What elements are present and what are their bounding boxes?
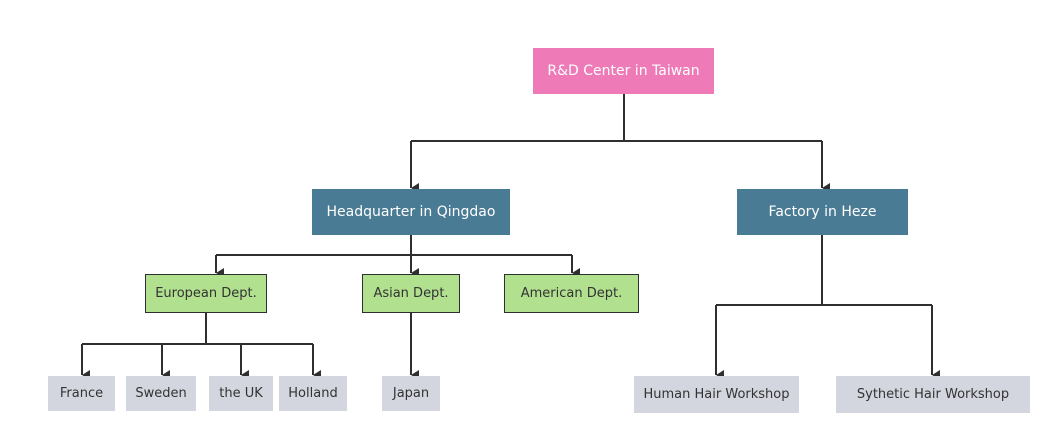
japan-node: Japan: [382, 376, 440, 411]
sweden-label: Sweden: [135, 386, 187, 401]
rd-center-label: R&D Center in Taiwan: [547, 63, 700, 79]
european-dept-node: European Dept.: [145, 274, 267, 313]
factory-node: Factory in Heze: [737, 189, 908, 235]
holland-node: Holland: [279, 376, 347, 411]
rd-center-node: R&D Center in Taiwan: [533, 48, 714, 94]
synthetic-hair-workshop-node: Sythetic Hair Workshop: [836, 376, 1030, 413]
asian-dept-node: Asian Dept.: [362, 274, 460, 313]
american-dept-node: American Dept.: [504, 274, 639, 313]
american-dept-label: American Dept.: [520, 286, 623, 301]
asian-dept-label: Asian Dept.: [373, 286, 449, 301]
france-label: France: [59, 386, 104, 401]
japan-label: Japan: [392, 386, 430, 401]
connector-european-bus: [82, 312, 313, 345]
uk-node: the UK: [209, 376, 273, 411]
uk-label: the UK: [219, 386, 263, 401]
human-hair-workshop-node: Human Hair Workshop: [634, 376, 799, 413]
connector-headquarter-bus: [216, 235, 572, 256]
holland-label: Holland: [288, 386, 338, 401]
factory-label: Factory in Heze: [768, 204, 877, 220]
human-hair-workshop-label: Human Hair Workshop: [643, 387, 790, 402]
synthetic-hair-workshop-label: Sythetic Hair Workshop: [856, 387, 1010, 402]
european-dept-label: European Dept.: [155, 286, 257, 301]
france-node: France: [48, 376, 115, 411]
connector-root-bus: [411, 94, 822, 142]
connector-factory-bus: [716, 235, 932, 306]
headquarter-node: Headquarter in Qingdao: [312, 189, 510, 235]
headquarter-label: Headquarter in Qingdao: [326, 204, 496, 220]
sweden-node: Sweden: [126, 376, 196, 411]
